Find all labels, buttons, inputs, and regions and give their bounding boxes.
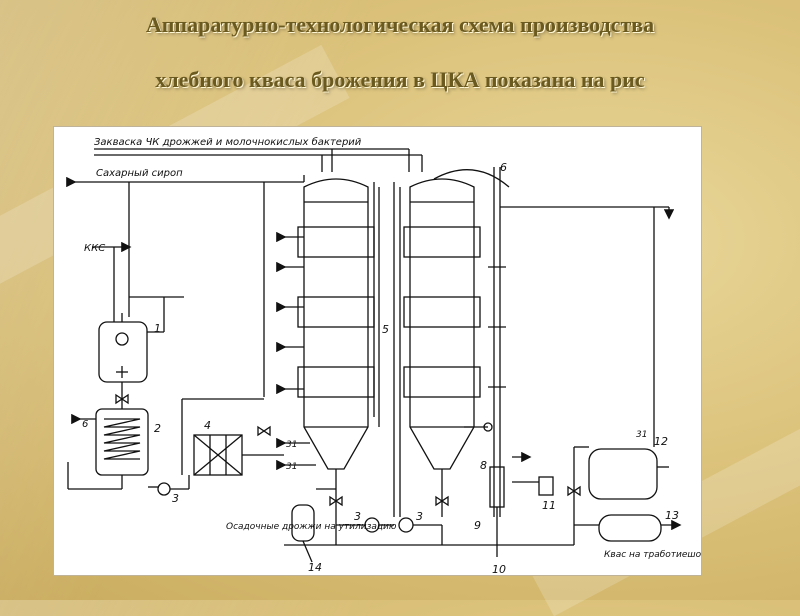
number-8: 8 (480, 459, 487, 472)
valves (115, 393, 581, 507)
pump-3-left (157, 482, 189, 496)
number-9: 9 (474, 519, 481, 532)
flowmeter-9-10 (489, 466, 505, 557)
label-feed-yeast: Закваска ЧК дрожжей и молочнокислых бакт… (94, 136, 362, 148)
process-diagram-svg: Закваска ЧК дрожжей и молочнокислых бакт… (66, 136, 701, 575)
number-b: 6 (82, 419, 88, 430)
process-diagram: Закваска ЧК дрожжей и молочнокислых бакт… (53, 126, 702, 576)
number-4: 4 (204, 419, 211, 432)
pump-3-bottom-right (398, 517, 442, 533)
yeast-collector-14 (291, 504, 315, 563)
number-6: 6 (500, 161, 507, 174)
storage-tank-13 (574, 514, 682, 542)
feed-pipeline-yeast (94, 148, 423, 172)
heat-exchanger-2 (67, 382, 159, 490)
unit-11 (512, 451, 554, 496)
number-11: 11 (542, 499, 556, 512)
number-3-left: 3 (172, 492, 179, 505)
kks-feed-line (92, 241, 132, 322)
label-waste-yeast: Осадочные дрожжи на утилизацию (226, 522, 397, 532)
label-kvass-out: Квас на тработиешо (604, 550, 701, 560)
number-1: 1 (154, 322, 161, 335)
cka-fermenter-left (276, 178, 380, 517)
number-10: 10 (492, 563, 506, 575)
cka-fermenter-right (393, 178, 481, 517)
slide-title-line-1: Аппаратурно-технологическая схема произв… (145, 12, 655, 37)
storage-tank-12 (574, 446, 669, 500)
return-pipeline (500, 206, 675, 447)
number-31-b: 31 (286, 462, 297, 472)
vessel-6 (433, 167, 510, 517)
label-sugar-syrup: Сахарный сироп (96, 168, 183, 179)
bottom-manifold (284, 447, 575, 546)
number-3-right: 3 (416, 510, 423, 523)
pump-3-bottom-left (336, 517, 394, 533)
mixing-tank-1 (98, 296, 184, 383)
filter-4 (181, 398, 284, 489)
number-2: 2 (154, 422, 161, 435)
label-kks: ККС (84, 243, 105, 254)
number-12: 12 (654, 435, 668, 448)
slide-title-line-2: хлебного кваса брожения в ЦКА показана н… (155, 67, 645, 92)
number-31-c: 31 (636, 430, 647, 440)
number-14: 14 (308, 561, 322, 574)
feed-pipeline-syrup (66, 175, 305, 397)
number-31-a: 31 (286, 440, 297, 450)
number-13: 13 (665, 509, 679, 522)
number-5: 5 (382, 323, 389, 336)
number-3-mid: 3 (354, 510, 361, 523)
unit-8 (464, 422, 493, 432)
